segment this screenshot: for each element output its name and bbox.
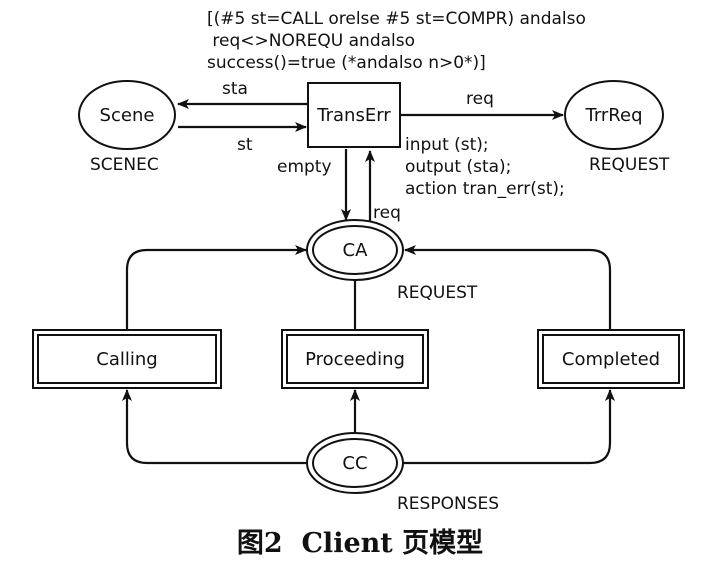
code-line-2: output (sta);	[405, 157, 511, 177]
arc-label-req-out: req	[466, 89, 494, 109]
transition-proceeding	[281, 329, 429, 389]
transition-calling-label: Calling	[96, 349, 157, 370]
transition-completed	[537, 329, 685, 389]
place-scene-type: SCENEC	[90, 155, 159, 175]
place-ca-label: CA	[343, 240, 369, 261]
transition-transerr-label: TransErr	[316, 105, 391, 126]
place-trrreq-label: TrrReq	[584, 105, 642, 126]
transition-calling-inner	[37, 334, 217, 384]
place-ca-inner	[312, 225, 398, 275]
place-scene-label: Scene	[100, 105, 155, 126]
place-trrreq-type: REQUEST	[589, 155, 670, 175]
place-cc-inner	[312, 438, 398, 488]
arc-completed-to-ca	[404, 245, 612, 330]
transition-completed-label: Completed	[562, 349, 660, 370]
guard-line-3: success()=true (*andalso n>0*)]	[207, 53, 486, 73]
place-ca	[306, 219, 404, 281]
arc-label-empty: empty	[277, 157, 332, 177]
arc-label-st: st	[237, 135, 253, 155]
place-cc	[306, 432, 404, 494]
arc-calling-to-ca	[125, 245, 307, 330]
place-cc-type: RESPONSES	[397, 494, 499, 514]
arc-cc-to-calling	[122, 389, 308, 465]
arc-cc-to-completed	[402, 389, 615, 465]
place-trrreq	[564, 80, 664, 150]
arc-label-sta: sta	[222, 79, 248, 99]
arc-label-req-in: req	[373, 203, 401, 223]
place-ca-type: REQUEST	[397, 283, 478, 303]
code-line-1: input (st);	[405, 135, 489, 155]
transition-proceeding-inner	[286, 334, 424, 384]
transition-completed-inner	[542, 334, 680, 384]
transition-proceeding-label: Proceeding	[305, 349, 405, 370]
guard-line-2: req<>NOREQU andalso	[207, 31, 415, 51]
place-scene	[78, 80, 176, 150]
transition-transerr	[307, 82, 401, 148]
figure-caption: 图2 Client 页模型	[237, 528, 483, 559]
code-line-3: action tran_err(st);	[405, 179, 565, 199]
place-cc-label: CC	[342, 453, 367, 474]
guard-line-1: [(#5 st=CALL orelse #5 st=COMPR) andalso	[207, 9, 586, 29]
transition-calling	[32, 329, 222, 389]
